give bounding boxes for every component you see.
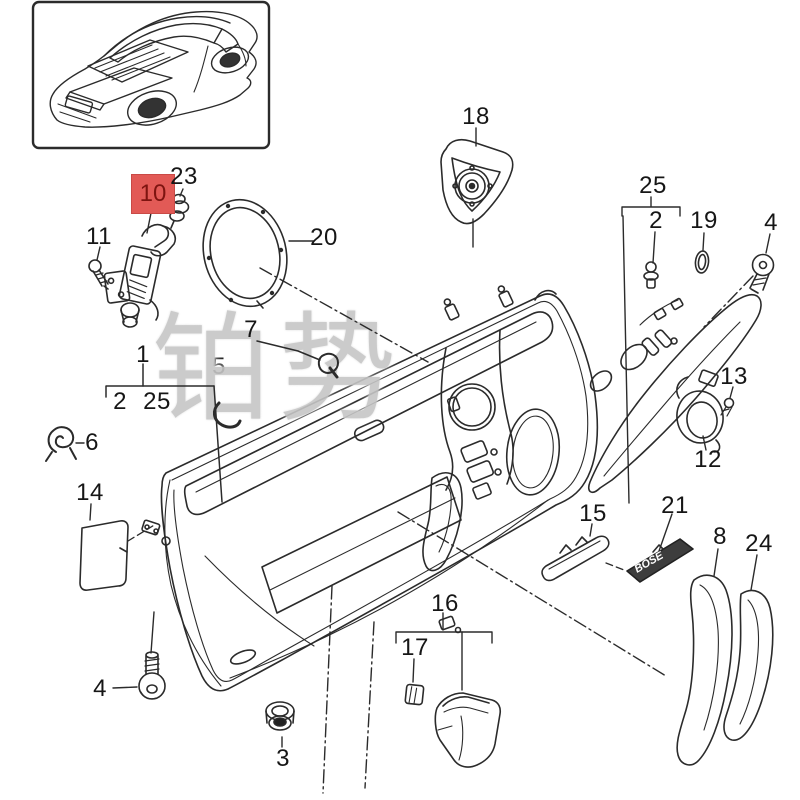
- grommet-3: [265, 701, 295, 731]
- clip-5: [213, 401, 242, 429]
- leader-lines: [75, 127, 771, 748]
- cover-15: [541, 535, 610, 582]
- mirror-triangle-18: [440, 138, 514, 225]
- screw-13: [720, 397, 735, 417]
- handle-trim-8: [676, 574, 733, 766]
- door-opener-part: [103, 223, 177, 328]
- screw-4-top: [749, 253, 775, 294]
- callout-8[interactable]: 8: [713, 523, 727, 550]
- callout-16[interactable]: 16: [431, 590, 459, 617]
- screw-4-bottom: [138, 651, 166, 700]
- callout-14[interactable]: 14: [76, 479, 104, 506]
- speaker-adapter-12: [676, 369, 724, 453]
- callout-24[interactable]: 24: [745, 530, 773, 557]
- retainer-loop-19: [694, 250, 710, 274]
- callout-6[interactable]: 6: [85, 429, 99, 456]
- callout-15[interactable]: 15: [579, 500, 607, 527]
- callout-10-highlight[interactable]: 10: [131, 174, 175, 214]
- car-thumbnail: [31, 0, 271, 150]
- callout-11[interactable]: 11: [86, 223, 112, 250]
- callout-13[interactable]: 13: [720, 363, 748, 390]
- foil-14: [79, 520, 129, 591]
- leader-7: [256, 340, 321, 361]
- armrest-panel-25: [587, 294, 762, 494]
- clip-2-top: [643, 261, 659, 289]
- callout-23[interactable]: 23: [170, 163, 198, 190]
- screw-11: [88, 259, 109, 290]
- callout-2-left[interactable]: 2: [113, 388, 127, 415]
- callout-10-label: 10: [139, 180, 167, 207]
- dashed-leaders: [127, 523, 625, 571]
- callout-20[interactable]: 20: [310, 224, 338, 251]
- handle-trim-24: [723, 589, 774, 741]
- wire-clamp-6: [45, 426, 77, 462]
- clip-23: [169, 193, 190, 229]
- speaker-ring-20: [202, 198, 288, 309]
- callout-3[interactable]: 3: [276, 745, 290, 772]
- callout-21[interactable]: 21: [661, 492, 689, 519]
- callout-18[interactable]: 18: [462, 103, 490, 130]
- callout-17[interactable]: 17: [401, 634, 429, 661]
- callout-1[interactable]: 1: [136, 341, 150, 368]
- ring-center-line: [259, 267, 429, 363]
- callout-7[interactable]: 7: [244, 316, 258, 343]
- door-trim-panel: [141, 285, 599, 692]
- callout-19[interactable]: 19: [690, 207, 718, 234]
- callout-12[interactable]: 12: [694, 446, 722, 473]
- watermark: 铂势: [152, 300, 405, 438]
- storage-bin-16: [434, 692, 502, 768]
- cap-7: [317, 352, 339, 379]
- callout-5[interactable]: 5: [212, 353, 226, 380]
- bracket-1-assembly: [105, 363, 223, 503]
- clip-17: [404, 683, 425, 706]
- callout-4-bottom[interactable]: 4: [93, 675, 107, 702]
- construction-lines: [322, 275, 754, 794]
- callout-4-top[interactable]: 4: [764, 209, 778, 236]
- callout-25-left[interactable]: 25: [143, 388, 171, 415]
- callout-2-top[interactable]: 2: [649, 207, 663, 234]
- callout-25-top[interactable]: 25: [639, 172, 667, 199]
